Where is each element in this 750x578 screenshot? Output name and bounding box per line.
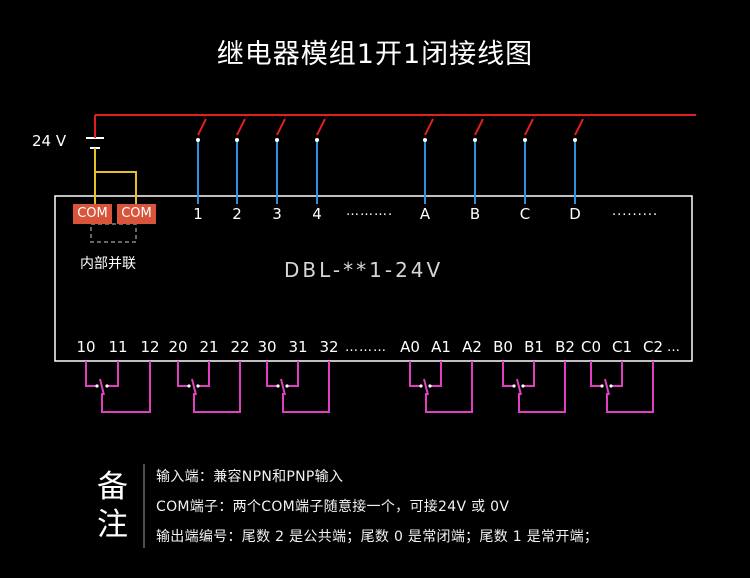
output-terminal-label: 31	[288, 338, 308, 356]
output-terminal-label: B1	[524, 338, 544, 356]
input-switch	[235, 118, 246, 204]
input-ellipsis-1: ……….	[346, 204, 394, 219]
input-switch	[196, 118, 207, 204]
relay-contact-group	[409, 361, 473, 413]
input-terminal-label: 1	[193, 205, 203, 223]
relay-contact-group	[502, 361, 566, 413]
diagram-title: 继电器模组1开1闭接线图	[216, 39, 534, 70]
output-terminal-label: 11	[108, 338, 128, 356]
internal-parallel-label: 内部并联	[80, 256, 136, 272]
output-ellipsis-2: …	[667, 340, 681, 355]
input-terminal-label: B	[469, 205, 481, 223]
output-terminal-label: A1	[431, 338, 451, 356]
input-terminal-label: C	[519, 205, 531, 223]
input-terminal-label: 2	[232, 205, 242, 223]
note-line-2: COM端子：两个COM端子随意接一个，可接24V 或 0V	[156, 499, 510, 515]
output-ellipsis-1: ………	[345, 340, 387, 355]
note-line-3: 输出端编号：尾数 2 是公共端；尾数 0 是常闭端；尾数 1 是常开端；	[156, 529, 599, 545]
output-terminal-label: A0	[400, 338, 420, 356]
output-terminal-label: 32	[319, 338, 339, 356]
output-terminal-label: 12	[140, 338, 160, 356]
output-terminal-label: C0	[580, 338, 602, 356]
relay-contact-group	[590, 361, 654, 413]
input-switch	[423, 118, 434, 204]
input-terminal-label: 3	[272, 205, 282, 223]
internal-parallel-box	[90, 223, 137, 243]
output-terminal-label: 21	[199, 338, 219, 356]
input-terminal-label: 4	[312, 205, 322, 223]
output-terminal-label: 20	[168, 338, 188, 356]
relay-contact-group	[177, 361, 241, 413]
output-terminal-label: C1	[611, 338, 633, 356]
input-switch	[523, 118, 534, 204]
note-line-1: 输入端：兼容NPN和PNP输入	[156, 469, 344, 485]
input-switch	[573, 118, 584, 204]
power-label: 24 V	[32, 132, 67, 150]
notes-header: 备注	[97, 469, 128, 543]
output-terminal-label: A2	[462, 338, 482, 356]
input-switch	[315, 118, 326, 204]
input-terminal-label: A	[419, 205, 431, 223]
output-terminal-label: C2	[642, 338, 664, 356]
output-terminal-label: 30	[257, 338, 277, 356]
input-terminal-label: D	[569, 205, 581, 223]
output-terminal-label: 10	[76, 338, 96, 356]
input-switch	[275, 118, 286, 204]
input-switch	[473, 118, 484, 204]
com-terminal-1: COM	[73, 204, 112, 224]
relay-contact-group	[85, 361, 151, 413]
com-terminal-2: COM	[117, 204, 156, 224]
module-outline	[54, 195, 693, 362]
com-wires	[94, 148, 137, 204]
output-terminal-label: B2	[555, 338, 575, 356]
relay-contact-group	[266, 361, 330, 413]
input-ellipsis-2: .........	[612, 204, 659, 219]
output-terminal-label: 22	[230, 338, 250, 356]
model-number: DBL-**1-24V	[284, 258, 444, 282]
output-terminal-label: B0	[493, 338, 513, 356]
